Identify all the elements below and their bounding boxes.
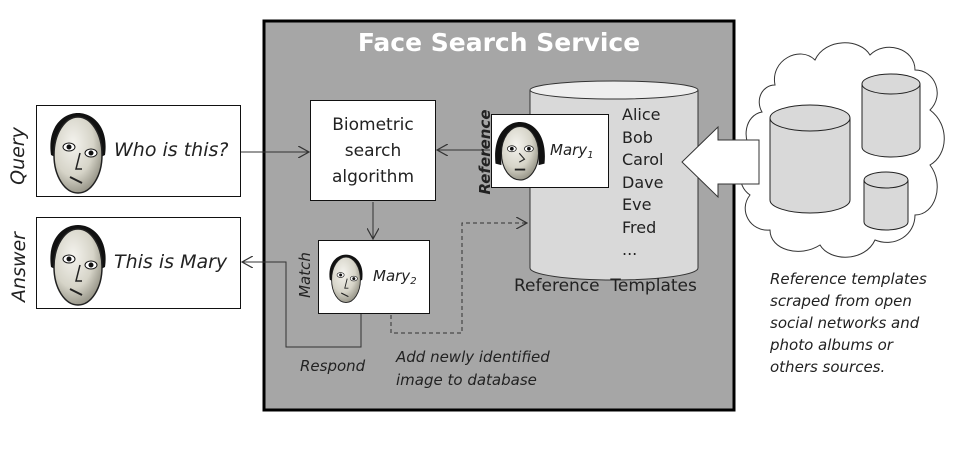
- add-to-database-note: Add newly identified image to database: [396, 348, 550, 389]
- service-title: Face Search Service: [357, 28, 641, 57]
- algorithm-line-1: Biometric: [332, 114, 414, 135]
- face-icon: [495, 122, 545, 181]
- answer-side-label: Answer: [8, 232, 30, 302]
- database-name: ...: [622, 240, 638, 259]
- database-name: Eve: [622, 195, 652, 214]
- query-box: Who is this?: [36, 105, 241, 197]
- answer-box: This is Mary: [36, 217, 241, 309]
- block-arrow-left-icon: [681, 125, 760, 199]
- database-name-list: Alice Bob Carol Dave Eve Fred ...: [622, 104, 663, 262]
- database-name: Alice: [622, 105, 661, 124]
- match-side-label: Match: [296, 252, 314, 298]
- answer-text: This is Mary: [114, 251, 228, 273]
- source-cylinder-large: [769, 104, 851, 214]
- query-side-label: Query: [7, 127, 29, 185]
- respond-label: Respond: [300, 357, 366, 375]
- respond-connector: [242, 262, 362, 348]
- algorithm-line-3: algorithm: [331, 166, 415, 187]
- algorithm-line-2: search: [344, 140, 402, 161]
- database-label: Reference Templates: [514, 276, 697, 296]
- match-card-name: Mary2: [373, 267, 417, 287]
- reference-card-name: Mary1: [550, 141, 594, 161]
- add-to-database-connector: [390, 223, 527, 334]
- sources-note: Reference templates scraped from open so…: [770, 270, 927, 376]
- query-text: Who is this?: [114, 139, 229, 161]
- source-cylinder-top-right: [861, 73, 921, 158]
- face-icon: [50, 225, 106, 306]
- biometric-search-algorithm-box: Biometric search algorithm: [310, 100, 436, 201]
- face-icon: [50, 113, 106, 194]
- source-cylinder-small: [863, 171, 909, 231]
- database-name: Bob: [622, 127, 653, 147]
- database-name: Carol: [622, 150, 664, 169]
- database-name: Fred: [622, 217, 657, 237]
- face-icon: [329, 254, 363, 304]
- database-name: Dave: [622, 172, 664, 192]
- match-card: Mary2: [318, 240, 430, 314]
- reference-card: Mary1: [491, 114, 609, 188]
